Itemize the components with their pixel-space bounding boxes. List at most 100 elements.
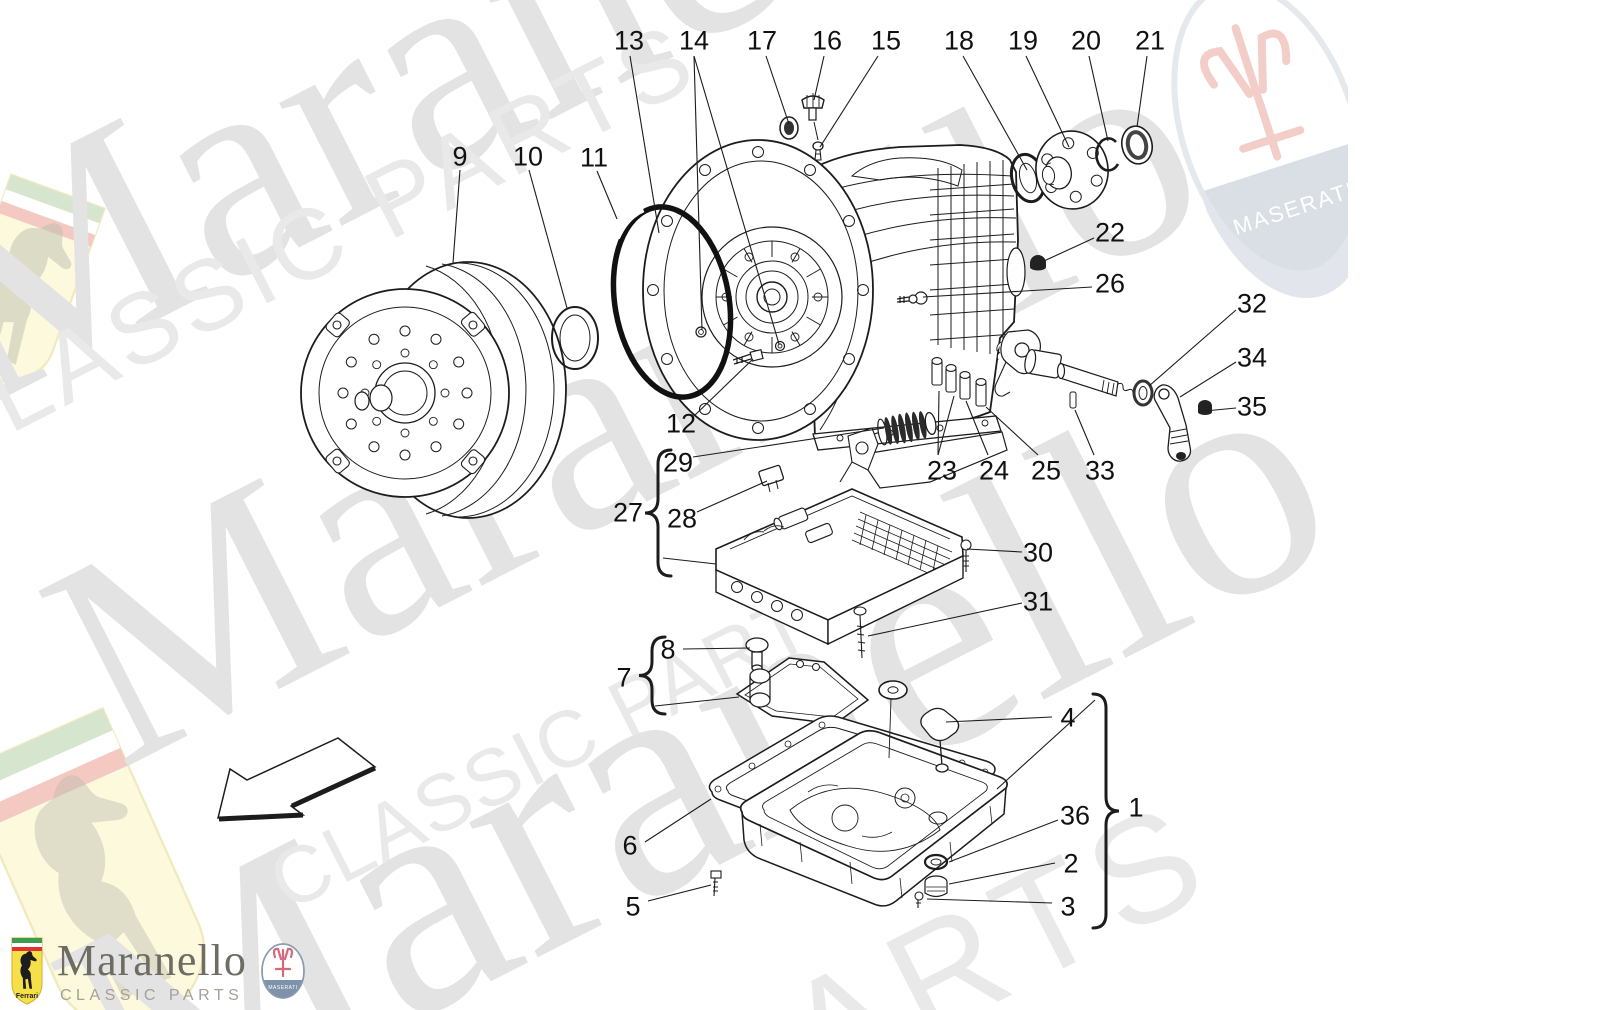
leader-line-10 xyxy=(528,169,568,309)
callout-22: 22 xyxy=(1095,218,1125,248)
selector-shaft-32 xyxy=(1056,362,1134,397)
leader-line-31 xyxy=(867,602,1023,637)
valve-body-screw-30 xyxy=(960,539,972,572)
callout-1: 1 xyxy=(1128,793,1143,823)
callout-12: 12 xyxy=(666,409,696,439)
leader-line-1 xyxy=(996,699,1096,790)
ferrari-shield-watermark-bottom xyxy=(0,706,206,1010)
leader-line-24 xyxy=(965,400,989,456)
ferrari-shield-logo: Ferrari xyxy=(11,937,43,1005)
leader-line-20 xyxy=(1088,55,1109,142)
line-art-layer xyxy=(217,93,1212,908)
housing-fixing-nuts xyxy=(695,326,786,352)
selector-sleeve xyxy=(1024,348,1062,379)
leader-line-5 xyxy=(647,884,712,902)
callout-25: 25 xyxy=(1031,456,1061,486)
leader-line-22 xyxy=(1043,237,1095,262)
selector-lever-34 xyxy=(1153,384,1192,462)
leader-line-14 xyxy=(693,55,780,345)
callout-16: 16 xyxy=(812,26,842,56)
callout-28: 28 xyxy=(667,504,697,534)
maserati-oval-watermark: MASERATI xyxy=(1171,0,1348,299)
callout-29: 29 xyxy=(663,448,693,478)
valve-body xyxy=(715,488,964,646)
leader-line-18 xyxy=(962,55,1028,171)
leader-line-8 xyxy=(682,647,751,650)
leader-line-23 xyxy=(937,390,940,456)
oil-sensor xyxy=(920,707,960,773)
direction-arrow xyxy=(217,737,377,822)
callout-35: 35 xyxy=(1237,392,1267,422)
leader-line-28 xyxy=(696,480,768,513)
callout-18: 18 xyxy=(944,26,974,56)
ferrari-shield-text: Ferrari xyxy=(16,993,38,1000)
bell-housing xyxy=(642,139,874,441)
pan-screw-3 xyxy=(914,891,924,908)
callout-19: 19 xyxy=(1008,26,1038,56)
oil-filter xyxy=(735,657,870,725)
leader-line-3 xyxy=(926,898,1053,904)
torque-converter xyxy=(300,261,567,519)
maserati-badge-logo: MASERATI xyxy=(261,943,305,999)
valve-body-screw-31 xyxy=(853,606,867,659)
output-flange-19 xyxy=(1035,130,1109,210)
leader-line-25 xyxy=(985,406,1039,456)
check-valve-15 xyxy=(812,141,824,161)
leader-line-9 xyxy=(452,169,461,264)
leader-line-36 xyxy=(948,819,1059,863)
breather-valve-16 xyxy=(801,93,825,141)
leader-line-12 xyxy=(693,358,754,417)
callout-5: 5 xyxy=(625,892,640,922)
callout-6: 6 xyxy=(622,831,637,861)
leader-line-13 xyxy=(629,55,660,234)
callout-14: 14 xyxy=(679,26,709,56)
leader-line-23 xyxy=(937,395,955,456)
callout-34: 34 xyxy=(1237,343,1267,373)
callout-7: 7 xyxy=(616,663,631,693)
callout-36: 36 xyxy=(1060,801,1090,831)
callout-15: 15 xyxy=(871,26,901,56)
clutch-face xyxy=(701,226,843,368)
callout-4: 4 xyxy=(1060,703,1075,733)
group-brace-1 xyxy=(1091,692,1120,930)
selector-fork xyxy=(839,427,879,483)
callout-33: 33 xyxy=(1085,456,1115,486)
leader-line-16 xyxy=(813,55,825,101)
callout-20: 20 xyxy=(1071,26,1101,56)
callout-31: 31 xyxy=(1023,587,1053,617)
fixing-screw-26 xyxy=(896,291,928,305)
logo-title: Maranello xyxy=(57,936,247,985)
callout-27: 27 xyxy=(613,498,643,528)
selector-pins xyxy=(931,357,987,407)
cap-nut-22 xyxy=(1030,255,1046,271)
callout-2: 2 xyxy=(1063,849,1078,879)
group-brace-7 xyxy=(638,635,667,716)
callout-24: 24 xyxy=(979,456,1009,486)
leader-line-6 xyxy=(644,798,712,843)
selector-pin-33 xyxy=(1069,391,1077,409)
callout-26: 26 xyxy=(1095,269,1125,299)
ferrari-shield-watermark-top xyxy=(0,173,107,383)
leader-line-15 xyxy=(819,55,879,148)
lever-nut-35 xyxy=(1198,400,1212,415)
drain-seal-ring-36 xyxy=(923,853,949,871)
callout-3: 3 xyxy=(1060,892,1075,922)
callout-21: 21 xyxy=(1135,26,1165,56)
leader-line-32 xyxy=(1148,309,1237,387)
callout-32: 32 xyxy=(1237,289,1267,319)
callout-8: 8 xyxy=(660,635,675,665)
watermark-layer: MASERATI Maranello Maranello Maranello C… xyxy=(0,0,1348,1010)
leader-line-2 xyxy=(948,862,1056,885)
leader-line-7 xyxy=(654,696,740,707)
snap-ring-20 xyxy=(1095,137,1120,172)
callout-17: 17 xyxy=(747,26,777,56)
leader-line-29 xyxy=(692,427,885,458)
solenoid-connector-28 xyxy=(758,464,785,493)
callout-11: 11 xyxy=(580,143,608,173)
leader-line-19 xyxy=(1025,55,1070,148)
maserati-badge-text: MASERATI xyxy=(268,985,297,991)
front-seal-ring xyxy=(551,306,599,370)
